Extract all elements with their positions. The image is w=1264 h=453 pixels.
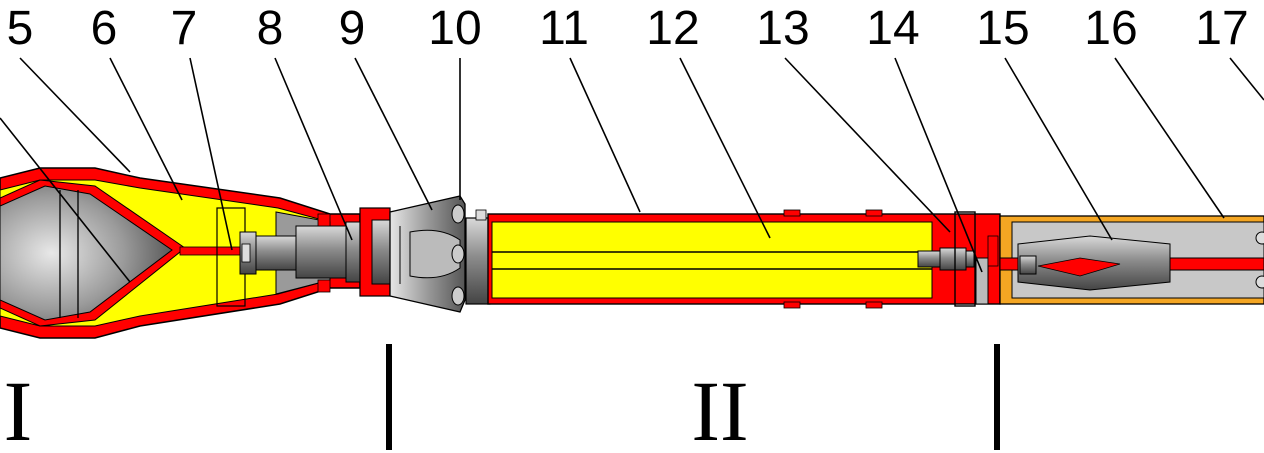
part-number-9: 9: [339, 2, 366, 55]
leader-lines: [0, 57, 1264, 283]
part-number-12: 12: [646, 2, 699, 55]
section-label-ii: II: [691, 363, 748, 453]
warhead: [0, 167, 391, 339]
nozzle-assembly: [389, 195, 491, 313]
part-number-17: 17: [1195, 2, 1248, 55]
part-number-8: 8: [257, 2, 284, 55]
part-number-10: 10: [428, 2, 481, 55]
nozzle-flange: [465, 217, 491, 305]
part-number-5: 5: [7, 2, 34, 55]
fuse-body: [255, 235, 297, 271]
propellant-grain: [491, 221, 933, 299]
part-number-6: 6: [91, 2, 118, 55]
section-divider-2: [994, 344, 1000, 450]
part-number-14: 14: [866, 2, 919, 55]
part-number-16: 16: [1084, 2, 1137, 55]
rocket-motor: [487, 209, 1001, 309]
part-number-labels: 5 6 7 8 9 10 11 12 13 14 15 16 17: [7, 2, 1249, 55]
motor-end-cap: [954, 211, 976, 307]
tail-section: [999, 215, 1264, 305]
section-markers: I II: [4, 344, 1000, 453]
shaped-charge-cone: [0, 185, 173, 321]
part-number-11: 11: [539, 2, 589, 55]
section-label-i: I: [4, 363, 33, 453]
part-number-15: 15: [976, 2, 1029, 55]
part-number-7: 7: [171, 2, 198, 55]
section-divider-1: [386, 344, 392, 450]
part-number-13: 13: [756, 2, 809, 55]
